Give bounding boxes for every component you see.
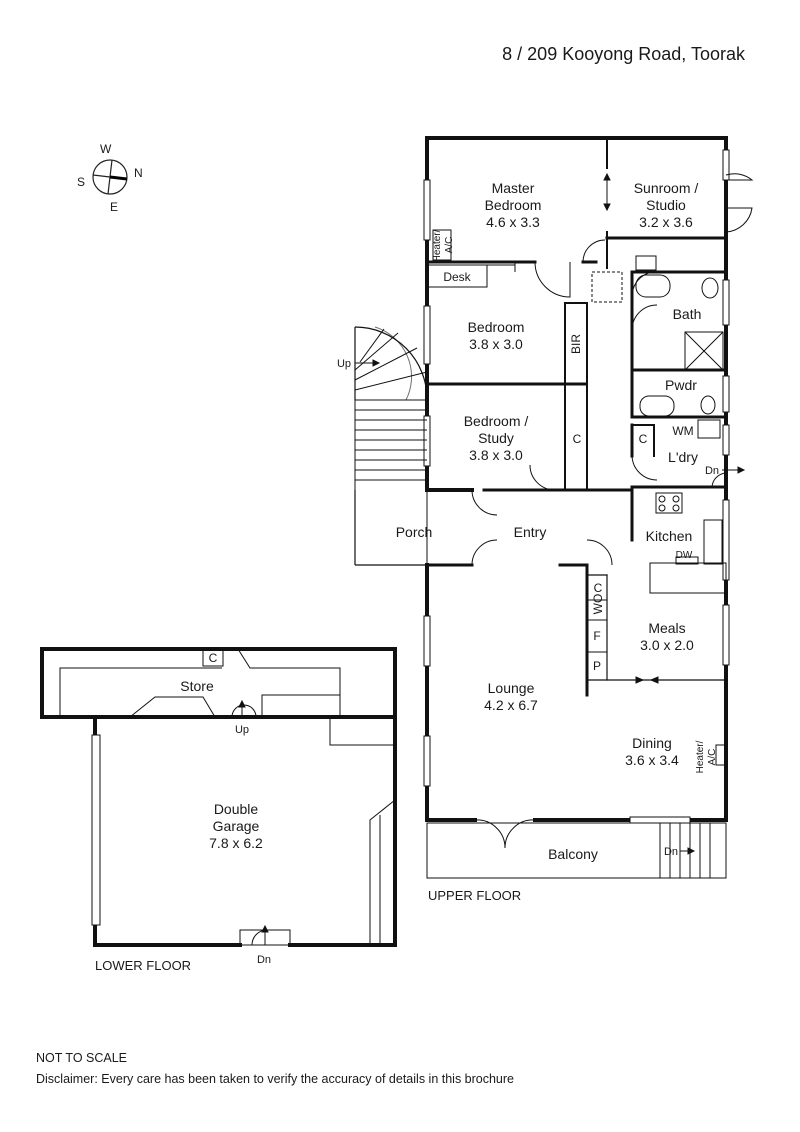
sunroom-size: 3.2 x 3.6 — [639, 214, 693, 230]
meals-label: Meals — [648, 620, 685, 636]
master-bedroom-label-2: Bedroom — [485, 197, 542, 213]
upper-floor-walls — [425, 136, 728, 822]
ldry-closet-label: C — [639, 432, 648, 446]
closet-label: C — [573, 432, 582, 446]
bedroom-study-label: Bedroom / — [464, 413, 529, 429]
ldry-label: L'dry — [668, 449, 698, 465]
direction-arrows — [238, 172, 746, 945]
balcony — [426, 822, 727, 879]
pantry-closet-label: C — [594, 581, 603, 595]
windows — [423, 149, 730, 824]
compass-n: N — [134, 166, 143, 180]
dining-ac-label: A/C — [707, 749, 718, 766]
entry-label: Entry — [514, 524, 547, 540]
sunroom-label-2: Studio — [646, 197, 686, 213]
wm-label: WM — [672, 424, 693, 438]
fridge-label: F — [593, 629, 600, 643]
fixtures — [426, 229, 727, 766]
compass-e: E — [110, 200, 118, 214]
compass-icon: W N E S — [77, 142, 143, 214]
lounge-size: 4.2 x 6.7 — [484, 697, 538, 713]
store-up-label: Up — [235, 724, 249, 736]
heater-label: Heater/ — [432, 229, 443, 262]
compass-w: W — [100, 142, 112, 156]
property-address: 8 / 209 Kooyong Road, Toorak — [502, 44, 745, 64]
pwdr-label: Pwdr — [665, 377, 697, 393]
desk-label: Desk — [443, 270, 471, 284]
balcony-label: Balcony — [548, 846, 598, 862]
not-to-scale-note: NOT TO SCALE — [36, 1051, 128, 1065]
garage-dn-label: Dn — [257, 954, 271, 966]
kitchen-label: Kitchen — [646, 528, 693, 544]
master-bedroom-label: Master — [492, 180, 535, 196]
sunroom-label: Sunroom / — [634, 180, 699, 196]
bedroom-label: Bedroom — [468, 319, 525, 335]
lounge-label: Lounge — [488, 680, 535, 696]
balcony-dn-label: Dn — [664, 846, 678, 858]
master-bedroom-size: 4.6 x 3.3 — [486, 214, 540, 230]
bedroom-size: 3.8 x 3.0 — [469, 336, 523, 352]
dining-heater-label: Heater/ — [695, 740, 706, 773]
store-closet-label: C — [209, 651, 218, 665]
bir-label: BIR — [569, 334, 583, 354]
doors — [471, 173, 754, 849]
disclaimer: Disclaimer: Every care has been taken to… — [36, 1072, 514, 1086]
ldry-dn-label: Dn — [705, 465, 719, 477]
garage-label: Double — [214, 801, 259, 817]
porch-and-stairs — [354, 326, 428, 566]
dining-size: 3.6 x 3.4 — [625, 752, 679, 768]
lower-floor-label: LOWER FLOOR — [95, 958, 191, 973]
upper-floor-label: UPPER FLOOR — [428, 888, 521, 903]
porch-label: Porch — [396, 524, 433, 540]
wo-label: WO — [591, 594, 605, 615]
lower-floor-fixtures — [59, 648, 396, 946]
store-label: Store — [180, 678, 214, 694]
garage-label-2: Garage — [213, 818, 260, 834]
stairs-up-label: Up — [337, 358, 351, 370]
bedroom-study-size: 3.8 x 3.0 — [469, 447, 523, 463]
dw-label: DW — [676, 550, 693, 561]
bath-label: Bath — [673, 306, 702, 322]
ac-label: A/C — [444, 237, 455, 254]
room-labels: Master Bedroom 4.6 x 3.3 Sunroom / Studi… — [180, 180, 701, 862]
bedroom-study-label-2: Study — [478, 430, 514, 446]
compass-s: S — [77, 175, 85, 189]
meals-size: 3.0 x 2.0 — [640, 637, 694, 653]
dining-label: Dining — [632, 735, 672, 751]
fixture-labels: Desk BIR C C WM DW C WO F P C Heater/ A/… — [209, 229, 719, 966]
pantry-label: P — [593, 659, 601, 673]
garage-size: 7.8 x 6.2 — [209, 835, 263, 851]
